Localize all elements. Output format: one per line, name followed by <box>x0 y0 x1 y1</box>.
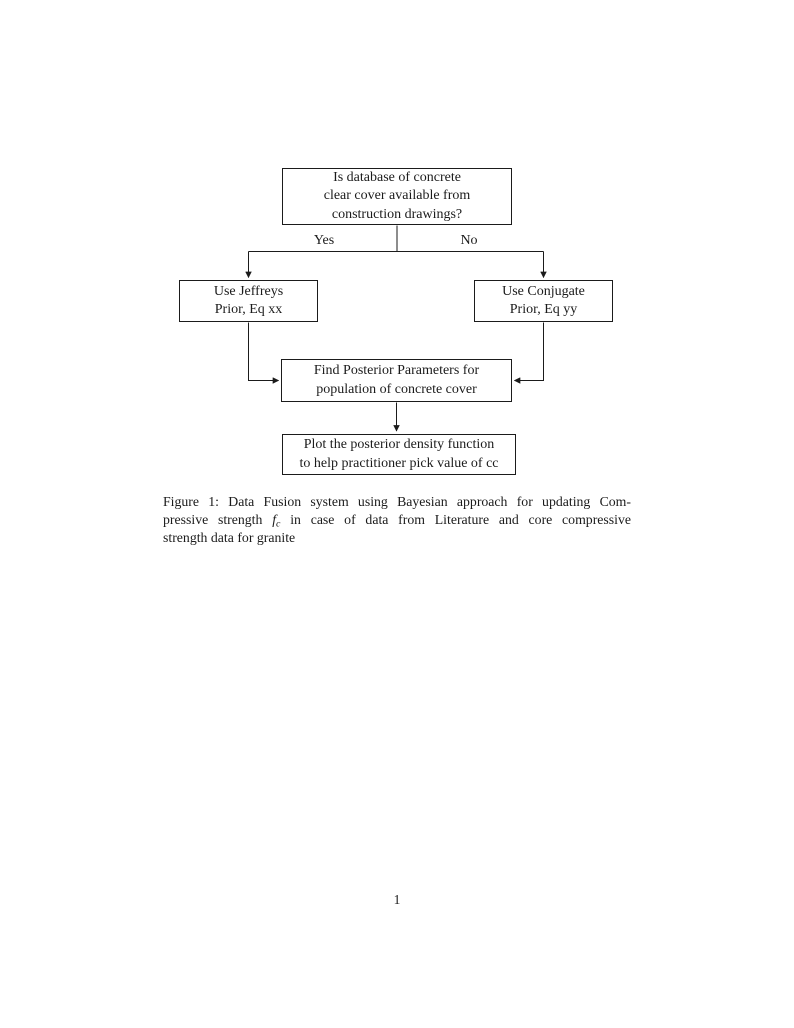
node-text-line: Find Posterior Parameters for <box>313 363 480 378</box>
math-f-symbol: f <box>272 512 277 527</box>
flowchart-node-conjugate-prior: Use Conjugate Prior, Eq yy <box>474 280 613 322</box>
math-c-subscript: c <box>276 518 281 530</box>
caption-line-2: pressive strength fc in case of data fro… <box>163 511 631 529</box>
node-text-line: population of concrete cover <box>316 381 477 397</box>
flowchart-node-posterior-parameters: Find Posterior Parameters for population… <box>281 359 512 402</box>
arrow-left-to-mid <box>248 322 280 384</box>
node-text-line: Use Conjugate <box>502 283 585 299</box>
node-text-line: clear cover available from <box>323 188 471 204</box>
caption-line-1: Figure 1: Data Fusion system using Bayes… <box>163 494 631 509</box>
flowchart-node-jeffreys-prior: Use Jeffreys Prior, Eq xx <box>179 280 318 322</box>
branch-label-yes: Yes <box>313 233 335 248</box>
figure-caption: Figure 1: Data Fusion system using Bayes… <box>163 493 631 547</box>
node-text-line: Prior, Eq yy <box>509 302 578 317</box>
node-text-line: Use Jeffreys <box>213 283 284 299</box>
caption-line-2-pre: pressive strength <box>163 512 263 527</box>
node-text-line: Plot the posterior density function <box>303 437 495 452</box>
node-text-line: to help practitioner pick value of cc <box>299 455 499 471</box>
node-text-line: construction drawings? <box>331 206 463 222</box>
page-number: 1 <box>393 892 401 907</box>
math-fc-term: fc <box>272 512 281 530</box>
flowchart-node-question: Is database of concrete clear cover avai… <box>282 168 512 225</box>
caption-line-3: strength data for granite <box>163 530 296 545</box>
node-text-line: Prior, Eq xx <box>214 302 283 317</box>
branch-label-no: No <box>460 233 478 248</box>
arrow-right-to-mid <box>513 322 544 384</box>
flowchart-node-plot-density: Plot the posterior density function to h… <box>282 434 516 475</box>
node-text-line: Is database of concrete <box>333 169 461 185</box>
caption-line-2-post: in case of data from Literature and core… <box>290 512 632 527</box>
